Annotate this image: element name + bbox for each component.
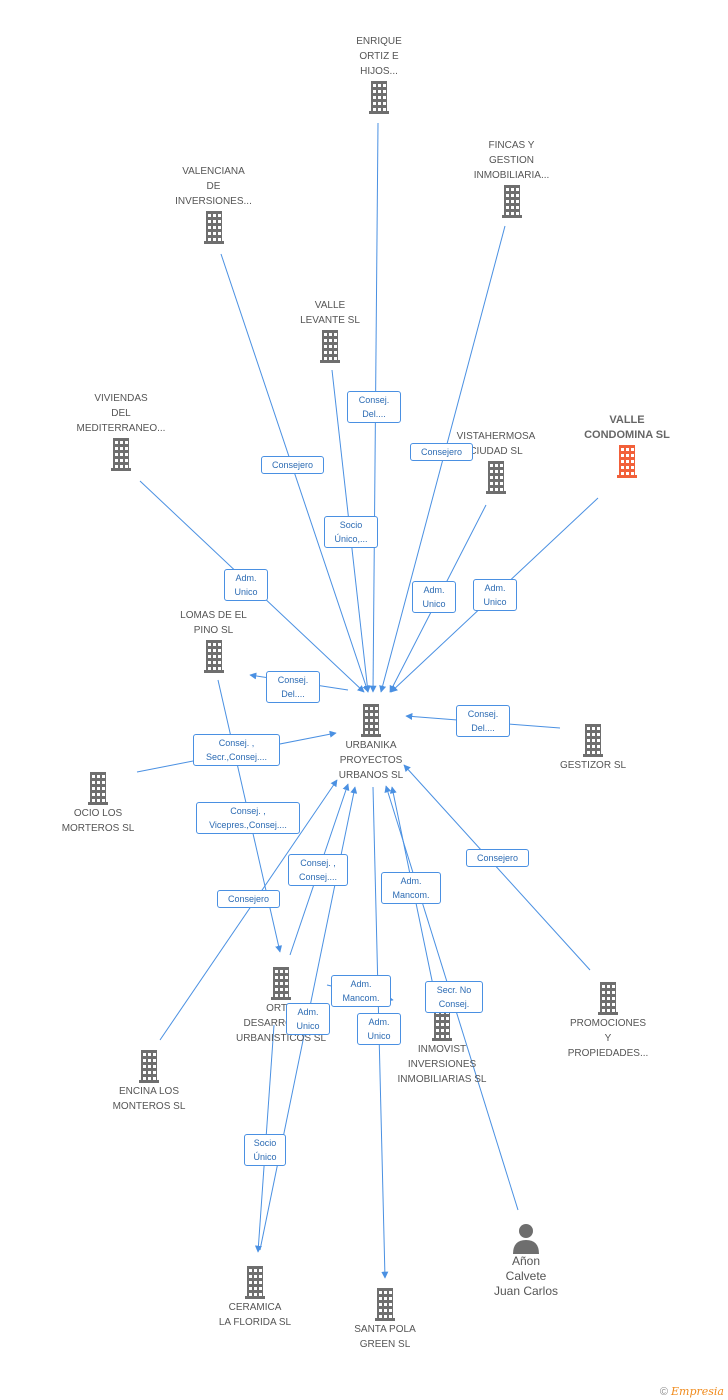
building-icon [486,461,506,494]
node-ocio-morteros[interactable]: OCIO LOS MORTEROS SL [53,770,143,836]
node-urbanika-proyectos[interactable]: URBANIKA PROYECTOS URBANOS SL [321,702,421,783]
person-icon [513,1224,539,1254]
node-label: PROMOCIONES Y PROPIEDADES... [567,1018,649,1059]
building-icon [271,967,291,1000]
node-valle-levante[interactable]: VALLE LEVANTE SL [290,298,370,364]
building-icon [598,982,618,1015]
node-valenciana-inversiones[interactable]: VALENCIANA DE INVERSIONES... [166,164,261,245]
building-icon [617,445,637,478]
building-icon [369,81,389,114]
node-label: ENRIQUE ORTIZ E HIJOS... [356,36,402,77]
edge-label[interactable]: Adm. Unico [357,1013,401,1045]
edge-label[interactable]: Adm. Unico [286,1003,330,1035]
edge-label[interactable]: Consej. Del.... [456,705,510,737]
edge-label[interactable]: Consejero [261,456,324,474]
building-icon [203,640,224,673]
node-label: VIVIENDAS DEL MEDITERRANEO... [76,393,166,434]
building-icon [320,330,340,363]
node-label: VALLE LEVANTE SL [300,300,360,326]
edge-line [159,779,338,1041]
edge-line [403,764,591,971]
node-label: OCIO LOS MORTEROS SL [61,808,135,834]
node-label: URBANIKA PROYECTOS URBANOS SL [338,740,404,781]
node-santa-pola-green[interactable]: SANTA POLA GREEN SL [340,1286,430,1352]
copyright-symbol: © [659,1386,668,1398]
node-label: CERAMICA LA FLORIDA SL [218,1302,292,1328]
edge-label[interactable]: Consej. , Vicepres.,Consej.... [196,802,300,834]
node-label: SANTA POLA GREEN SL [354,1324,416,1350]
node-encina-monteros[interactable]: ENCINA LOS MONTEROS SL [104,1048,194,1114]
node-promociones-propiedades[interactable]: PROMOCIONES Y PROPIEDADES... [560,980,656,1061]
node-viviendas-mediterraneo[interactable]: VIVIENDAS DEL MEDITERRANEO... [66,391,176,472]
brand-logo-text: Empresia [671,1385,724,1398]
edge-label[interactable]: Secr. No Consej. [425,981,483,1013]
edge-label[interactable]: Consejero [410,443,473,461]
node-label: ENCINA LOS MONTEROS SL [112,1086,186,1112]
edge-label[interactable]: Consej. Del.... [347,391,401,423]
edge-label[interactable]: Adm. Unico [473,579,517,611]
building-icon [501,185,522,218]
node-ceramica-florida[interactable]: CERAMICA LA FLORIDA SL [207,1264,303,1330]
building-icon [111,438,131,471]
edge-label[interactable]: Consej. Del.... [266,671,320,703]
building-icon [88,772,108,805]
node-ortiz-desarrollos[interactable]: ORTIZ DESARROLLOS URBANISTICOS SL [229,965,333,1046]
building-icon [139,1050,159,1083]
node-label: FINCAS Y GESTION INMOBILIARIA... [473,140,550,181]
node-vistahermosa-ciudad[interactable]: VISTAHERMOSA CIUDAD SL [446,429,546,495]
edge-label[interactable]: Consej. , Secr.,Consej.... [193,734,280,766]
edge-label[interactable]: Consej. , Consej.... [288,854,348,886]
footer-brand: © Empresia [660,1385,724,1398]
node-label: Añon Calvete Juan Carlos [493,1254,559,1298]
edge-label[interactable]: Consejero [466,849,529,867]
node-label: VALENCIANA DE INVERSIONES... [175,166,252,207]
node-person-anon-calvete[interactable]: Añon Calvete Juan Carlos [481,1222,571,1299]
node-label: ORTIZ DESARROLLOS URBANISTICOS SL [235,1003,327,1044]
node-label: VISTAHERMOSA CIUDAD SL [456,431,536,457]
building-icon [361,704,381,737]
node-inmovist[interactable]: INMOVIST INVERSIONES INMOBILIARIAS SL [390,1006,494,1087]
node-lomas-el-pino[interactable]: LOMAS DE EL PINO SL [166,608,261,674]
building-icon [203,211,224,244]
node-valle-condomina[interactable]: VALLE CONDOMINA SL [572,413,682,479]
edge-label[interactable]: Adm. Unico [412,581,456,613]
edge-label[interactable]: Adm. Mancom. [331,975,391,1007]
node-label: INMOVIST INVERSIONES INMOBILIARIAS SL [397,1044,487,1085]
node-label: LOMAS DE EL PINO SL [180,610,247,636]
edge-label[interactable]: Socio Único,... [324,516,378,548]
node-gestizor[interactable]: GESTIZOR SL [553,722,633,773]
node-enrique-ortiz[interactable]: ENRIQUE ORTIZ E HIJOS... [339,34,419,115]
edge-label[interactable]: Consejero [217,890,280,908]
building-icon [245,1266,265,1299]
edge-label[interactable]: Socio Único [244,1134,286,1166]
node-label: VALLE CONDOMINA SL [584,414,670,441]
edge-label[interactable]: Adm. Unico [224,569,268,601]
building-icon [375,1288,395,1321]
node-fincas-gestion[interactable]: FINCAS Y GESTION INMOBILIARIA... [464,138,559,219]
building-icon [583,724,603,757]
node-label: GESTIZOR SL [559,760,627,771]
edge-label[interactable]: Adm. Mancom. [381,872,441,904]
